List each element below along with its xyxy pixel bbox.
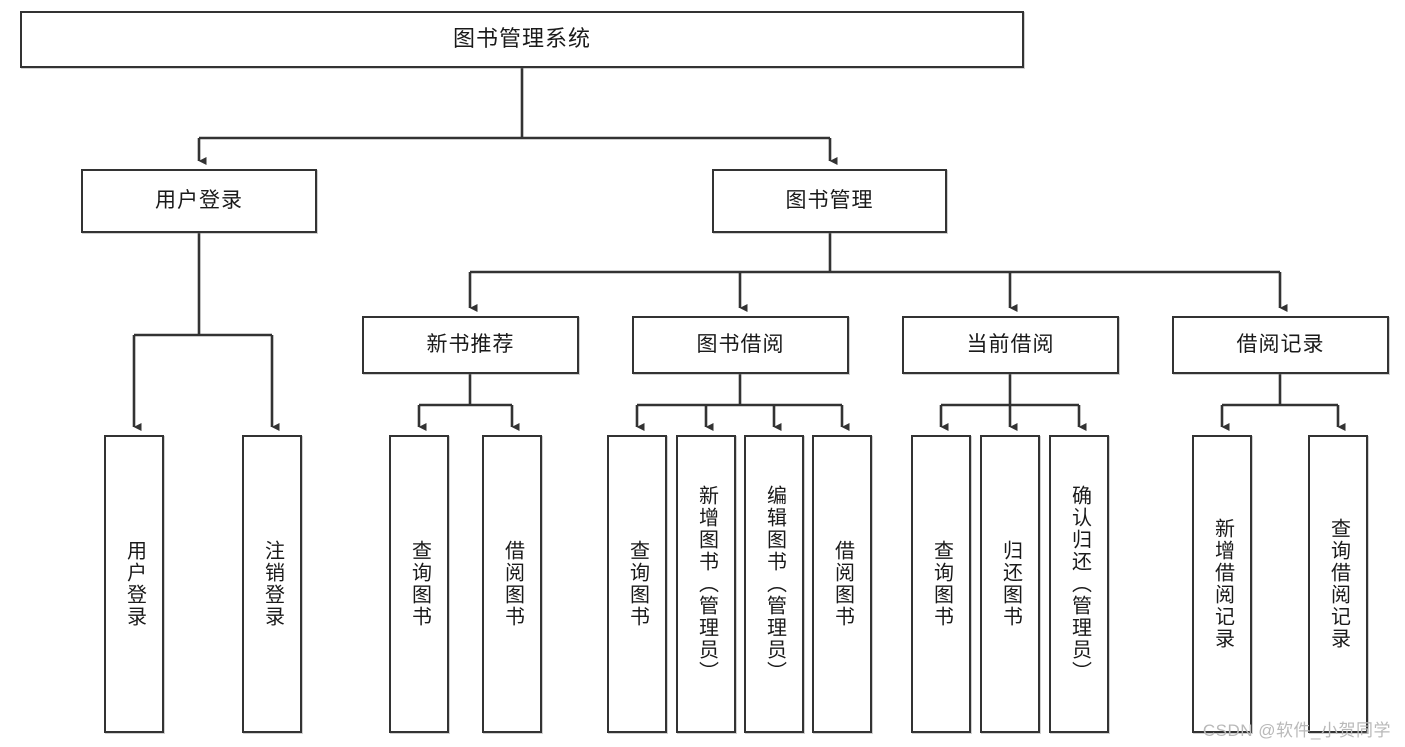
leaf-new-book-borrow[interactable]: 借阅图书 <box>482 435 542 733</box>
leaf-current-borrow-confirm-return[interactable]: 确认归还（管理员） <box>1049 435 1109 733</box>
leaf-current-borrow-query[interactable]: 查询图书 <box>911 435 971 733</box>
leaf-new-book-query[interactable]: 查询图书 <box>389 435 449 733</box>
leaf-label: 归还图书 <box>999 540 1022 628</box>
leaf-label: 新增借阅记录 <box>1211 518 1234 650</box>
leaf-user-login-signin[interactable]: 用户登录 <box>104 435 164 733</box>
leaf-current-borrow-return[interactable]: 归还图书 <box>980 435 1040 733</box>
leaf-label: 用户登录 <box>123 540 146 628</box>
node-user-login[interactable]: 用户登录 <box>81 169 317 233</box>
leaf-user-login-signout[interactable]: 注销登录 <box>242 435 302 733</box>
leaf-label: 编辑图书（管理员） <box>763 485 786 683</box>
leaf-book-borrow-query[interactable]: 查询图书 <box>607 435 667 733</box>
leaf-label: 查询图书 <box>626 540 649 628</box>
leaf-book-borrow-add[interactable]: 新增图书（管理员） <box>676 435 736 733</box>
leaf-label: 查询图书 <box>930 540 953 628</box>
root-node-book-management-system[interactable]: 图书管理系统 <box>20 11 1024 68</box>
leaf-label: 注销登录 <box>261 540 284 628</box>
leaf-label: 查询图书 <box>408 540 431 628</box>
node-borrowing-record[interactable]: 借阅记录 <box>1172 316 1389 374</box>
node-current-borrowing[interactable]: 当前借阅 <box>902 316 1119 374</box>
node-book-management[interactable]: 图书管理 <box>712 169 947 233</box>
leaf-borrow-record-add[interactable]: 新增借阅记录 <box>1192 435 1252 733</box>
node-book-borrowing[interactable]: 图书借阅 <box>632 316 849 374</box>
leaf-label: 确认归还（管理员） <box>1068 485 1091 683</box>
leaf-borrow-record-query[interactable]: 查询借阅记录 <box>1308 435 1368 733</box>
leaf-label: 借阅图书 <box>501 540 524 628</box>
node-new-book-recommendation[interactable]: 新书推荐 <box>362 316 579 374</box>
leaf-label: 查询借阅记录 <box>1327 518 1350 650</box>
leaf-book-borrow-borrow[interactable]: 借阅图书 <box>812 435 872 733</box>
watermark: CSDN @软件_小贺同学 <box>1202 721 1391 740</box>
leaf-label: 借阅图书 <box>831 540 854 628</box>
leaf-book-borrow-edit[interactable]: 编辑图书（管理员） <box>744 435 804 733</box>
leaf-label: 新增图书（管理员） <box>695 485 718 683</box>
